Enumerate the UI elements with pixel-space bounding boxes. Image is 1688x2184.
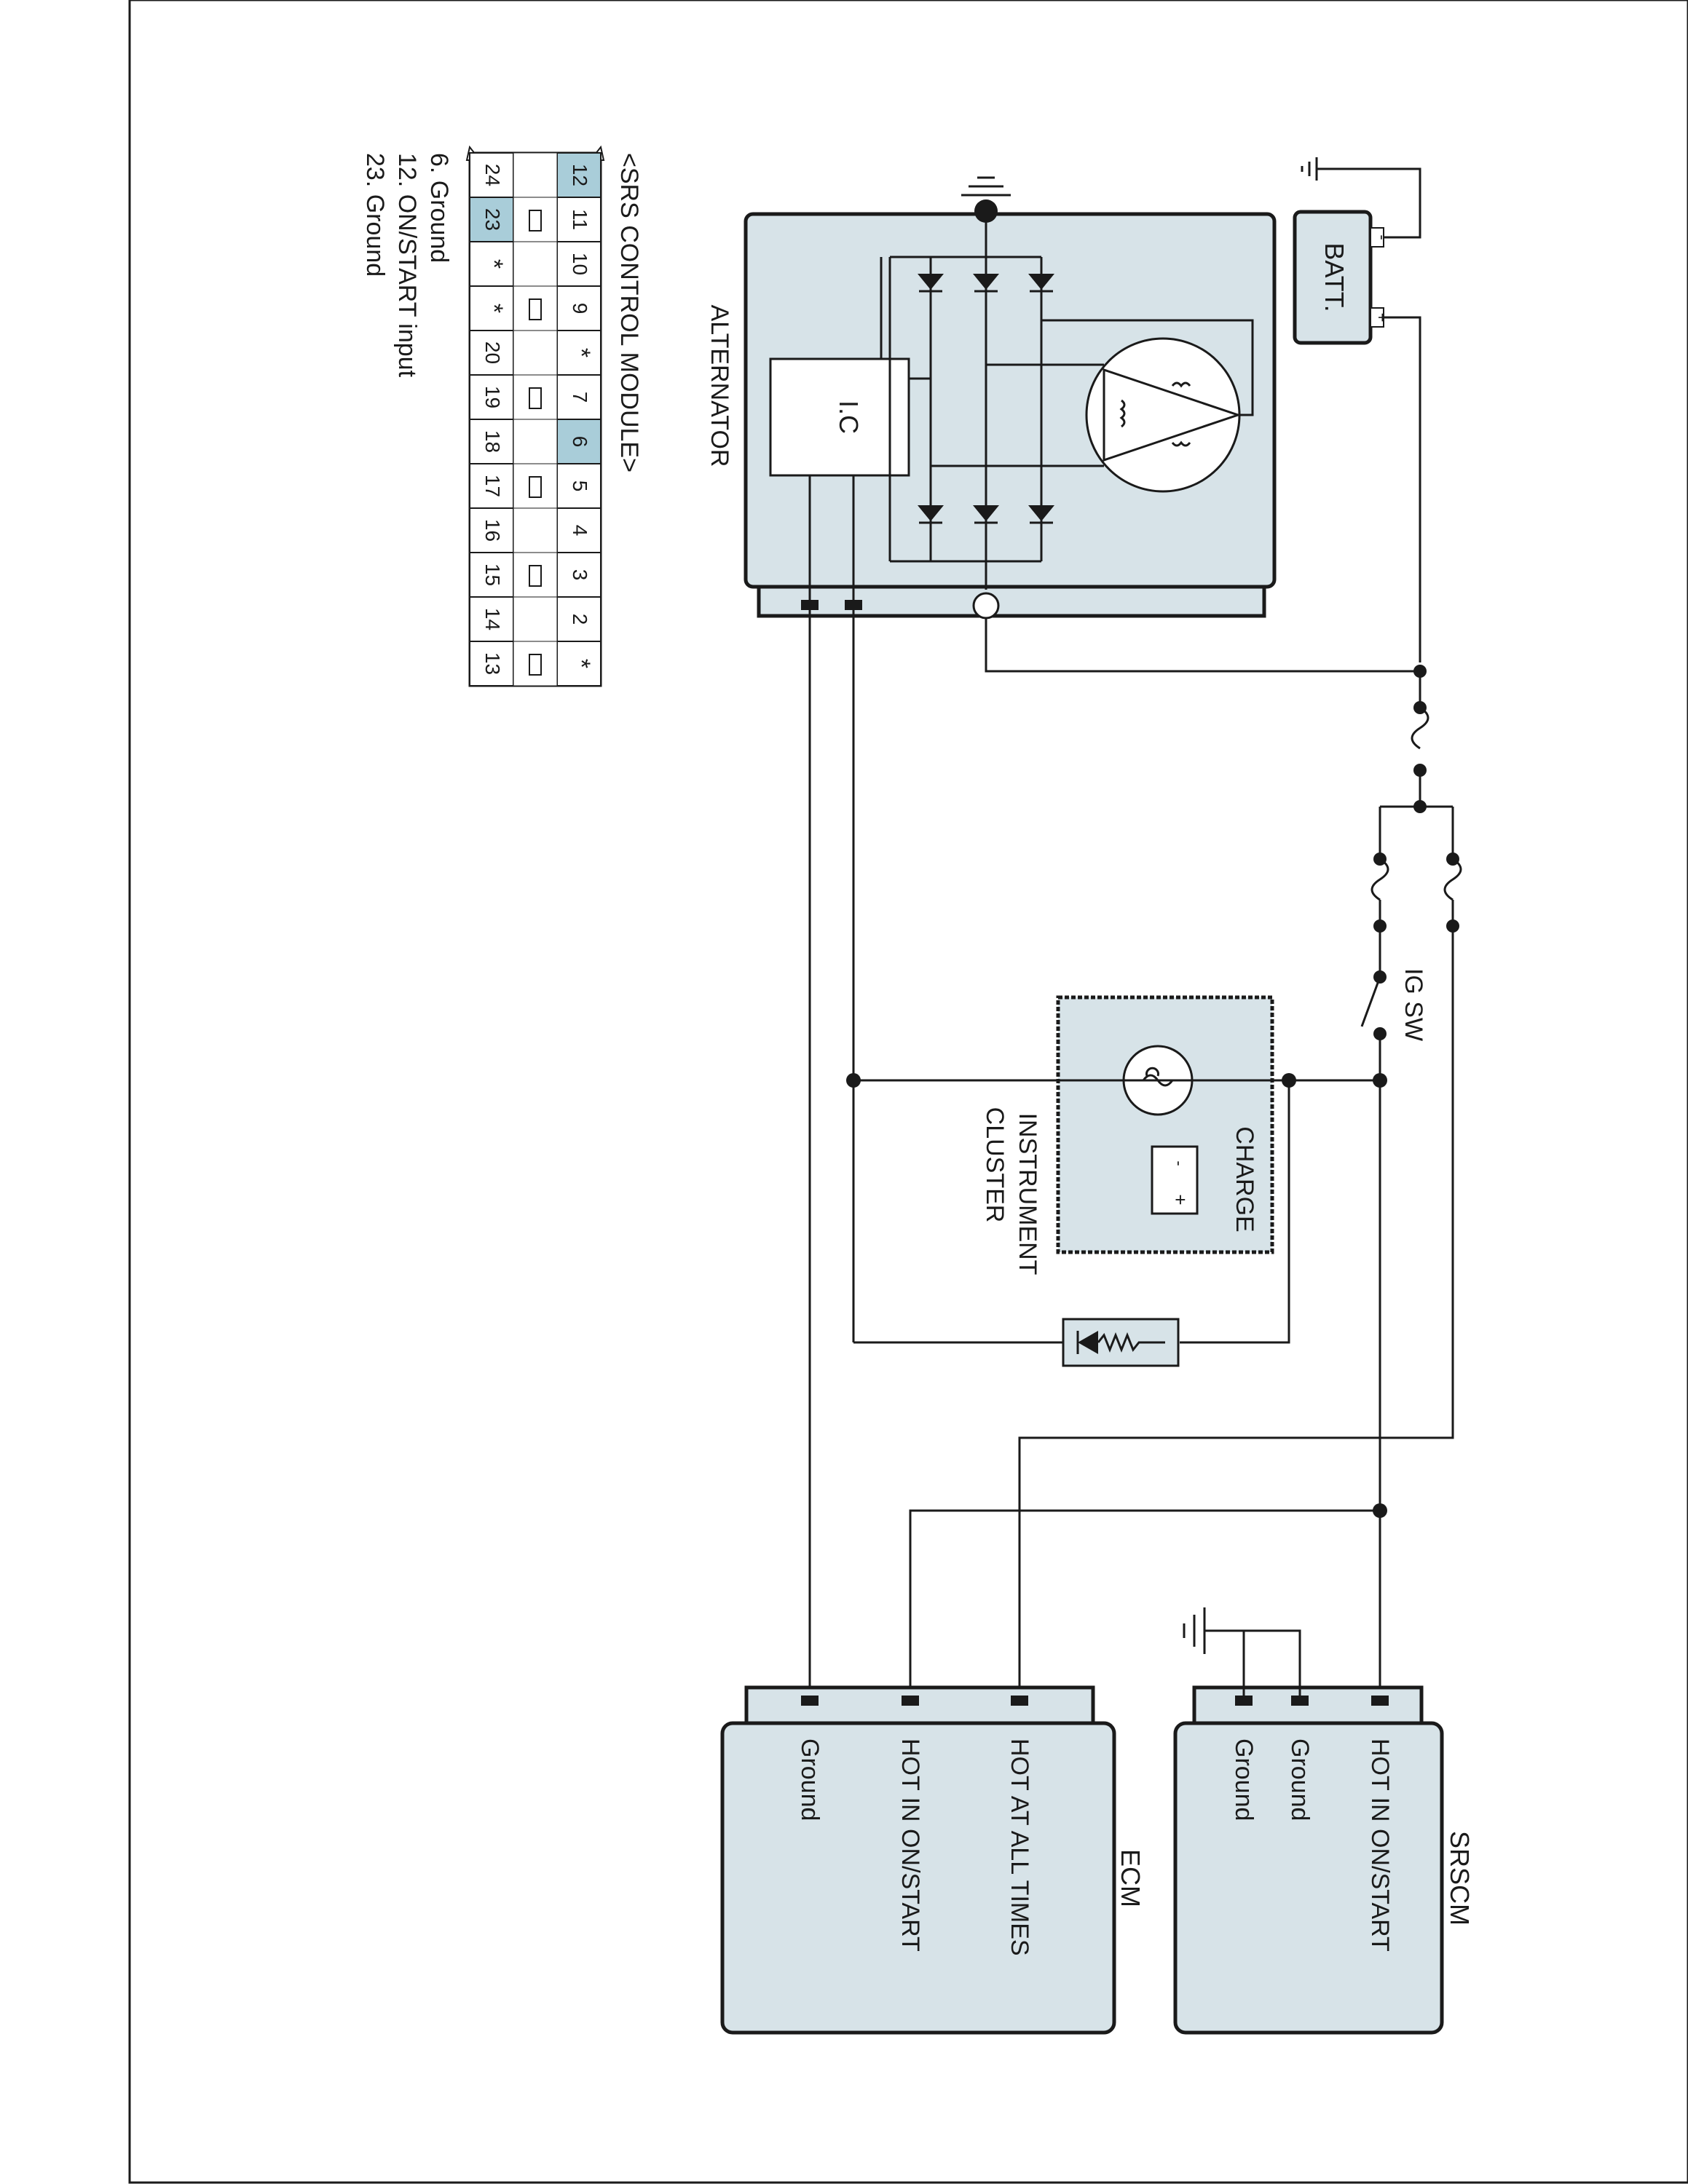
- ground-symbol-srscm: [1183, 1607, 1206, 1654]
- svg-text:-: -: [1373, 234, 1392, 240]
- srs-pin-label: 7: [569, 392, 591, 403]
- ig-fuse: [1370, 807, 1389, 933]
- ecm-title: ECM: [1116, 1849, 1145, 1907]
- srs-pin-label: *: [567, 659, 595, 668]
- srs-pin-label: *: [480, 304, 508, 313]
- svg-text:+: +: [1170, 1194, 1191, 1205]
- battery-icon: [1151, 1145, 1199, 1215]
- srs-pin-label: 6: [569, 436, 591, 448]
- srs-pin-bottom-9: [469, 552, 514, 598]
- srs-pin-label: 17: [481, 475, 504, 497]
- charge-label: CHARGE: [1231, 1126, 1258, 1232]
- srs-pin-top-6: [556, 419, 602, 464]
- ig-switch: IG SW: [1360, 926, 1427, 1041]
- srs-pin-label: *: [567, 348, 595, 357]
- ecm-pin-hot-all-times: HOT AT ALL TIMES: [1006, 1738, 1033, 1956]
- srs-pin-bottom-11: [469, 641, 514, 687]
- alternator-b-terminal: [972, 592, 1000, 620]
- srs-pin-label: *: [480, 259, 508, 269]
- srscm-pin-hot-on-start: HOT IN ON/START: [1366, 1738, 1394, 1952]
- srs-pin-label: 9: [569, 303, 591, 314]
- ecm-module: ECM HOT AT ALL TIMES HOT IN ON/START Gro…: [720, 1685, 1145, 2035]
- srscm-pin-ground-2: Ground: [1230, 1738, 1258, 1821]
- srs-legend-2: 12. ON/START input: [393, 153, 421, 378]
- srs-pin-top-7: [556, 463, 602, 509]
- resistor-diode: [1062, 1318, 1180, 1367]
- ecm-pin-hot-on-start: HOT IN ON/START: [896, 1738, 924, 1952]
- srs-connector: <SRS CONTROL MODULE> 6. Ground 12. ON/ST…: [361, 145, 643, 687]
- ecm-hot-at-all-times-wire: [1018, 926, 1454, 1696]
- srs-pin-bottom-6: [469, 419, 514, 464]
- srscm-ground-wire: [1204, 1629, 1301, 1701]
- stator-coil: [1085, 337, 1241, 493]
- srs-legend-3: 23. Ground: [361, 153, 389, 277]
- srs-legend-1: 6. Ground: [425, 153, 453, 263]
- ic-label: I.C: [834, 400, 864, 434]
- srs-pin-label: 2: [569, 614, 591, 625]
- ic-block: [769, 357, 910, 477]
- svg-text:+: +: [1373, 313, 1392, 323]
- srscm-module: SRSCM HOT IN ON/START Ground Ground: [1173, 1685, 1475, 2035]
- srs-pin-label: 23: [481, 208, 504, 231]
- srs-pin-label: 15: [481, 563, 504, 586]
- srs-pin-label: 13: [481, 652, 504, 675]
- ground-symbol-battery: [1301, 157, 1318, 181]
- ecm-hot-on-start-wire: [909, 1509, 1380, 1696]
- instrument-cluster: - + CHARGE INSTRUMENT CLUSTER: [981, 995, 1274, 1275]
- srs-pin-label: 4: [569, 525, 591, 537]
- srs-connector-grid: 12 11 10 9 * 7 6 5 4 3 2 * 24 23 * * 20 19 18 17 16 15 14 13: [465, 145, 605, 687]
- page-border: [128, 0, 1688, 2184]
- srs-pin-label: 11: [569, 209, 591, 230]
- srs-pin-top-1: [556, 197, 602, 242]
- srs-pin-top-3: [556, 285, 602, 331]
- cluster-label-2: CLUSTER: [981, 1107, 1009, 1223]
- srs-module-title: <SRS CONTROL MODULE>: [615, 153, 643, 472]
- srscm-title: SRSCM: [1445, 1831, 1475, 1926]
- srs-pin-label: 16: [481, 519, 504, 542]
- srs-pin-label: 12: [569, 164, 591, 186]
- battery: BATT. - +: [1293, 210, 1392, 345]
- srs-pin-label: 20: [481, 341, 504, 364]
- srs-pin-label: 3: [569, 569, 591, 581]
- srs-pin-label: 19: [481, 386, 504, 408]
- battery-positive-wire: [1384, 316, 1421, 662]
- ig-switch-label: IG SW: [1400, 968, 1427, 1041]
- alternator-label: ALTERNATOR: [706, 305, 733, 467]
- main-fuse: [1411, 665, 1429, 813]
- srs-pin-label: 5: [569, 480, 591, 492]
- svg-text:-: -: [1170, 1160, 1188, 1166]
- alternator-b-wire: [985, 618, 1420, 673]
- battery-label: BATT.: [1320, 242, 1349, 312]
- alternator: ALTERNATOR I.C: [706, 176, 1277, 620]
- ground-symbol-alternator: [961, 176, 1011, 197]
- ecm-pin-ground: Ground: [796, 1738, 824, 1821]
- srs-pin-label: 18: [481, 430, 504, 453]
- srscm-pin-ground-1: Ground: [1286, 1738, 1314, 1821]
- srs-pin-bottom-10: [469, 596, 514, 642]
- srs-pin-label: 14: [481, 608, 504, 630]
- battery-ground-wire: [1317, 167, 1421, 239]
- srs-pin-label: 24: [481, 164, 504, 186]
- cluster-label: INSTRUMENT: [1014, 1113, 1041, 1275]
- srs-pin-top-0: [556, 152, 602, 198]
- rectifier-diodes: [918, 274, 1054, 524]
- srs-pin-top-9: [556, 552, 602, 598]
- srs-pin-label: 10: [569, 253, 591, 275]
